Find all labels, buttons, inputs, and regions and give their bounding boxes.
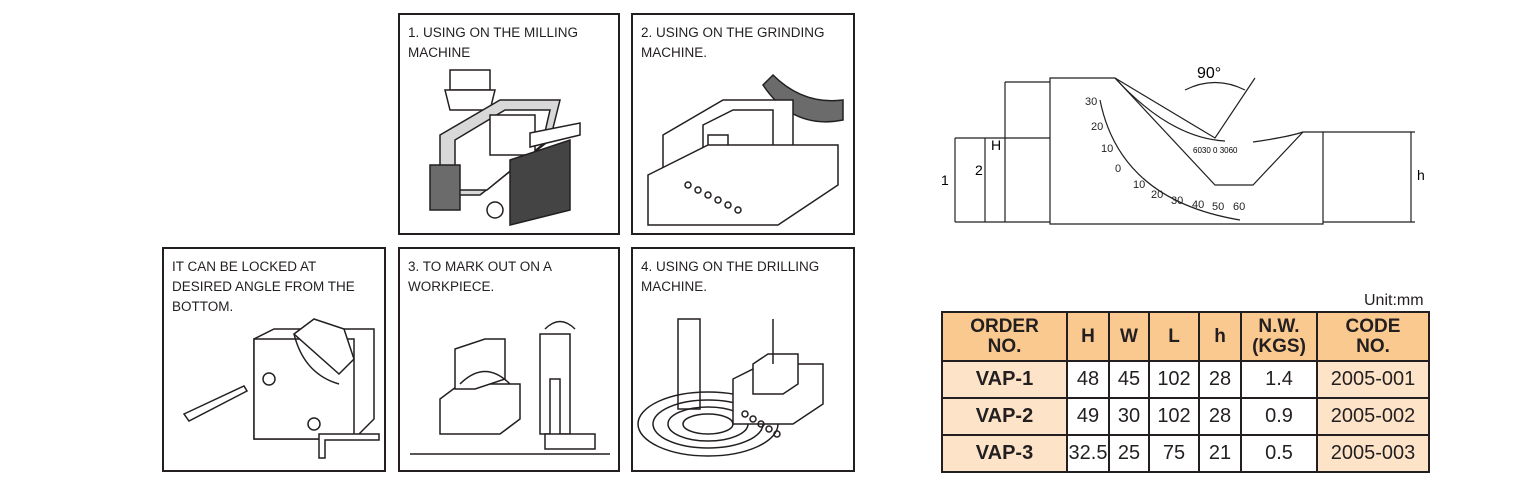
header-h-lower: h: [1198, 311, 1242, 362]
cell-h-lower: 28: [1198, 397, 1242, 436]
table-row: VAP-1 48 45 102 28 1.4 2005-001: [941, 360, 1430, 399]
dim-label-h-upper: H: [991, 137, 1001, 153]
table-row: VAP-3 32.5 25 75 21 0.5 2005-003: [941, 434, 1430, 473]
cell-nw: 0.9: [1240, 397, 1318, 436]
cell-h-lower: 21: [1198, 434, 1242, 473]
table-row: VAP-2 49 30 102 28 0.9 2005-002: [941, 397, 1430, 436]
scale-label: 30: [1171, 195, 1183, 207]
header-code-no: CODE NO.: [1316, 311, 1430, 362]
spec-table: ORDER NO. H W L h N.W. (KGS) CODE NO. VA…: [941, 311, 1430, 473]
unit-label: Unit:mm: [1364, 292, 1424, 309]
scale-label: 40: [1192, 199, 1204, 211]
scale-label: 30: [1085, 96, 1097, 108]
angle-label: 90°: [1197, 65, 1221, 82]
cell-h-upper: 48: [1066, 360, 1110, 399]
cell-order: VAP-2: [941, 397, 1068, 436]
dim-label-2: 2: [975, 162, 983, 178]
panel-locked-angle: IT CAN BE LOCKED AT DESIRED ANGLE FROM T…: [162, 247, 386, 472]
dim-label-h-lower: h: [1417, 167, 1425, 183]
header-order-no: ORDER NO.: [941, 311, 1068, 362]
grinding-illustration: [647, 73, 844, 226]
scale-label: 0: [1115, 163, 1121, 175]
cell-h-upper: 32.5: [1066, 434, 1110, 473]
header-h-upper: H: [1066, 311, 1110, 362]
cell-code: 2005-002: [1316, 397, 1430, 436]
cell-l: 102: [1148, 397, 1200, 436]
mark-out-illustration: [410, 320, 610, 455]
panel-caption: 4. USING ON THE DRILLING MACHINE.: [641, 259, 820, 294]
locked-angle-illustration: [182, 318, 380, 459]
panel-caption: IT CAN BE LOCKED AT DESIRED ANGLE FROM T…: [172, 259, 355, 314]
drilling-illustration: [637, 318, 824, 457]
cell-h-lower: 28: [1198, 360, 1242, 399]
cell-w: 45: [1108, 360, 1150, 399]
cell-code: 2005-001: [1316, 360, 1430, 399]
cell-nw: 0.5: [1240, 434, 1318, 473]
header-nw: N.W. (KGS): [1240, 311, 1318, 362]
cell-nw: 1.4: [1240, 360, 1318, 399]
panel-grinding: 2. USING ON THE GRINDING MACHINE.: [631, 13, 855, 235]
panel-caption: 3. TO MARK OUT ON A WORKPIECE.: [408, 259, 553, 294]
cell-l: 75: [1148, 434, 1200, 473]
cell-code: 2005-003: [1316, 434, 1430, 473]
cell-order: VAP-3: [941, 434, 1068, 473]
panel-milling: 1. USING ON THE MILLING MACHINE: [398, 13, 620, 235]
panel-caption: 1. USING ON THE MILLING MACHINE: [408, 25, 579, 60]
header-l: L: [1148, 311, 1200, 362]
scale-label: 10: [1101, 143, 1113, 155]
scale-label: 10: [1133, 179, 1145, 191]
header-w: W: [1108, 311, 1150, 362]
scale-label: 20: [1151, 189, 1163, 201]
cell-w: 30: [1108, 397, 1150, 436]
panel-mark-out: 3. TO MARK OUT ON A WORKPIECE.: [398, 247, 620, 472]
scale-label: 60: [1233, 201, 1245, 213]
scale-label: 20: [1091, 121, 1103, 133]
cell-order: VAP-1: [941, 360, 1068, 399]
panel-drilling: 4. USING ON THE DRILLING MACHINE.: [631, 247, 855, 472]
scale-inner-label: 6030 0 3060: [1193, 146, 1238, 155]
scale-label: 50: [1212, 201, 1224, 213]
dim-label-1: 1: [941, 172, 949, 188]
cell-h-upper: 49: [1066, 397, 1110, 436]
cell-w: 25: [1108, 434, 1150, 473]
panel-caption: 2. USING ON THE GRINDING MACHINE.: [641, 25, 825, 60]
milling-illustration: [429, 69, 581, 226]
cell-l: 102: [1148, 360, 1200, 399]
table-header-row: ORDER NO. H W L h N.W. (KGS) CODE NO.: [941, 311, 1430, 362]
